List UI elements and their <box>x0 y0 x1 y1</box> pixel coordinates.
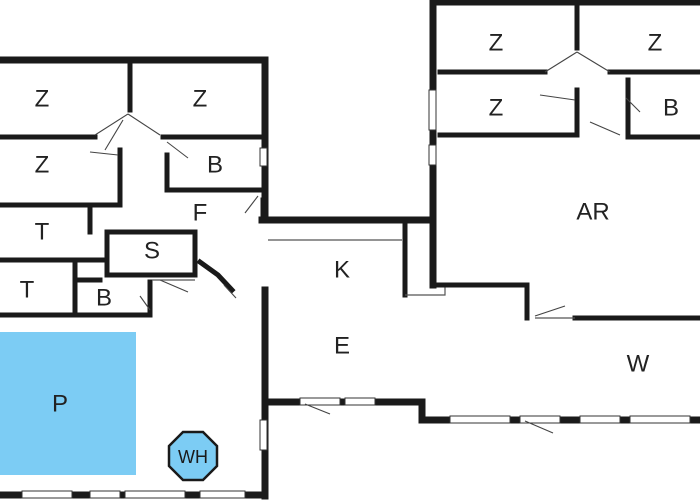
left-wing-windows <box>21 147 268 499</box>
room-label-z6: Z <box>489 95 504 122</box>
room-label-z1: Z <box>35 86 50 113</box>
room-label-z3: Z <box>35 152 50 179</box>
middle-section-windows <box>299 397 691 424</box>
right-wing-windows <box>428 89 437 166</box>
room-label-ar: AR <box>576 199 609 226</box>
room-label-b3: B <box>663 95 679 122</box>
room-label-z5: Z <box>648 30 663 57</box>
room-label-b2: B <box>96 285 112 312</box>
room-label-wh: WH <box>178 447 208 467</box>
room-label-f: F <box>193 200 208 227</box>
room-label-z2: Z <box>193 86 208 113</box>
right-wing-doors <box>534 51 641 319</box>
room-label-w: W <box>627 351 650 378</box>
middle-section-walls <box>258 216 700 424</box>
room-label-z4: Z <box>489 30 504 57</box>
left-wing-doors <box>89 113 259 311</box>
room-label-k: K <box>334 257 350 284</box>
room-label-e: E <box>334 333 350 360</box>
pool-area <box>0 332 136 475</box>
room-label-t2: T <box>20 277 35 304</box>
room-label-s: S <box>144 238 160 265</box>
room-label-b1: B <box>207 152 223 179</box>
water-heater-symbol <box>167 430 219 482</box>
left-wing-interior-walls <box>0 59 266 318</box>
middle-section-doors <box>304 403 554 434</box>
room-label-t1: T <box>35 219 50 246</box>
room-label-p: P <box>52 391 68 418</box>
